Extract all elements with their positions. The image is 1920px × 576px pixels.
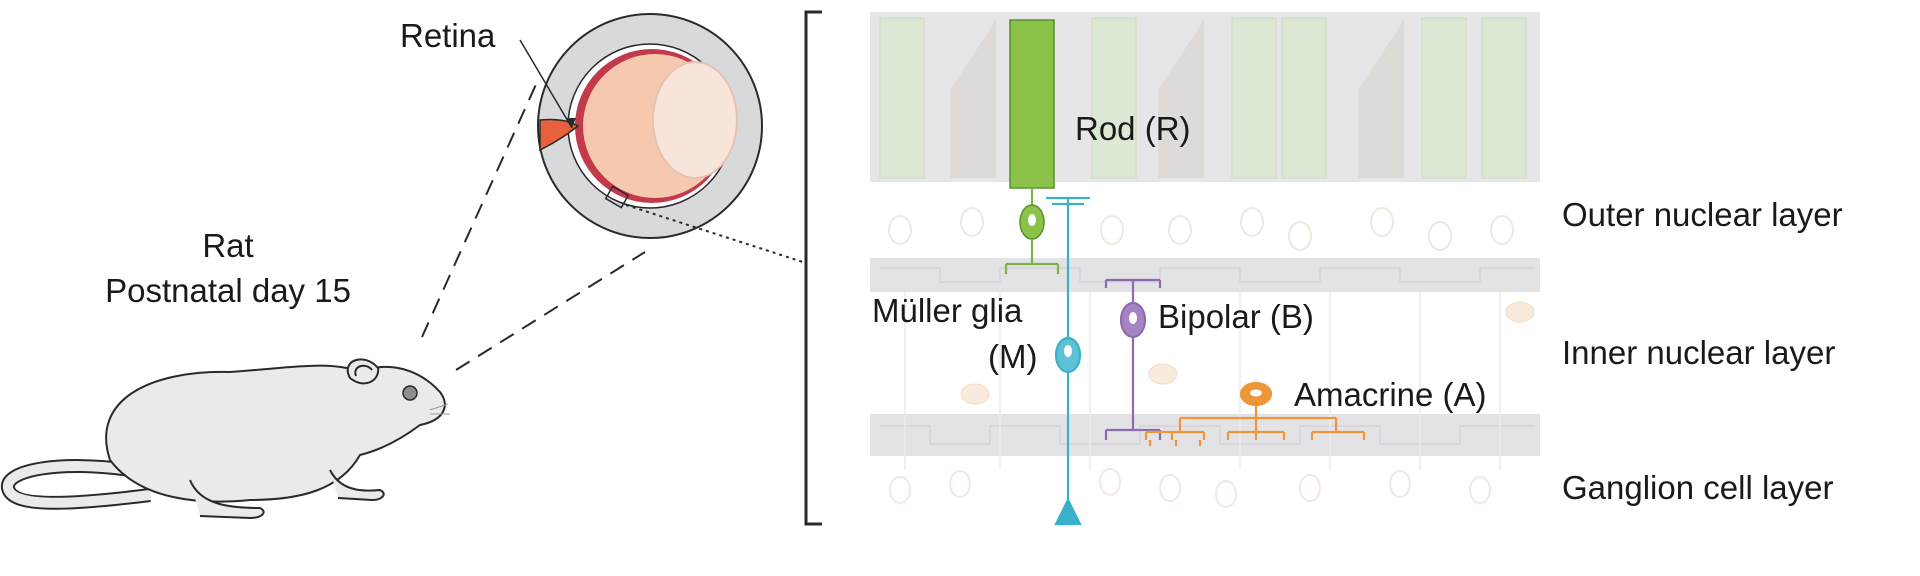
amacrine-cell: [1144, 381, 1366, 446]
animal-label-age: Postnatal day 15: [105, 272, 351, 309]
zoom-lines-eye: [421, 79, 646, 371]
muller-glia-cell: [1046, 196, 1090, 526]
muller-glia-label: Müller glia: [872, 292, 1023, 329]
bipolar-label: Bipolar (B): [1158, 298, 1314, 335]
eye-cross-section: [519, 13, 763, 239]
retina-label: Retina: [400, 17, 496, 54]
rat-illustration: [1, 358, 450, 520]
rod-label: Rod (R): [1075, 110, 1191, 147]
ganglion-cell-layer-label: Ganglion cell layer: [1562, 469, 1834, 506]
retina-layers-panel: [870, 12, 1540, 526]
animal-label-species: Rat: [202, 227, 254, 264]
amacrine-label: Amacrine (A): [1294, 376, 1487, 413]
panel-bracket: [804, 10, 822, 526]
rod-cell: [1004, 19, 1060, 274]
muller-glia-label-abbrev: (M): [988, 338, 1038, 375]
inner-nuclear-layer-label: Inner nuclear layer: [1562, 334, 1836, 371]
outer-nuclear-layer-label: Outer nuclear layer: [1562, 196, 1843, 233]
